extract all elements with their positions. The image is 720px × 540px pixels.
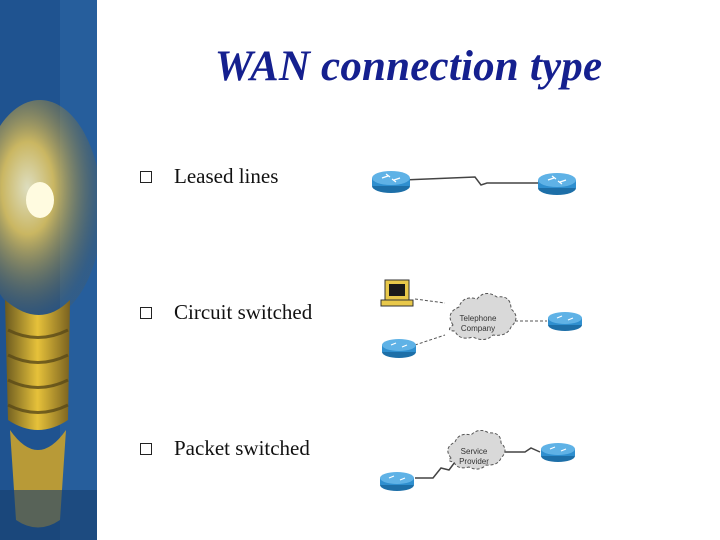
router-icon — [541, 443, 575, 462]
computer-icon — [380, 279, 414, 307]
router-icon — [380, 472, 414, 491]
cloud-label-line1: Service — [461, 447, 488, 456]
cloud-icon: Telephone Company — [449, 293, 517, 341]
checkbox-bullet-icon — [140, 170, 152, 183]
bullet-label: Packet switched — [174, 436, 310, 460]
slide-title: WAN connection type — [214, 43, 603, 90]
cloud-label-line1: Telephone — [460, 314, 497, 323]
lightbulb-sidebar — [0, 0, 97, 540]
leased-lines-diagram — [372, 171, 576, 195]
circuit-switched-diagram: Telephone Company — [380, 279, 582, 358]
router-icon — [548, 312, 582, 331]
lightbulb-image — [0, 0, 97, 540]
bullet-label: Circuit switched — [174, 300, 313, 324]
bullet-label: Leased lines — [174, 164, 279, 188]
bullet-packet-switched: Packet switched — [140, 436, 310, 461]
cloud-label-line2: Company — [461, 324, 495, 333]
router-icon — [382, 339, 416, 358]
checkbox-bullet-icon — [140, 306, 152, 319]
bullet-leased-lines: Leased lines — [140, 164, 278, 189]
router-icon — [372, 171, 410, 193]
checkbox-bullet-icon — [140, 442, 152, 455]
packet-switched-diagram: Service Provider — [380, 430, 575, 491]
bullet-circuit-switched: Circuit switched — [140, 300, 312, 325]
serial-link-line — [402, 176, 540, 186]
router-icon — [538, 173, 576, 195]
cloud-icon: Service Provider — [447, 430, 506, 470]
cloud-label-line2: Provider — [459, 457, 489, 466]
